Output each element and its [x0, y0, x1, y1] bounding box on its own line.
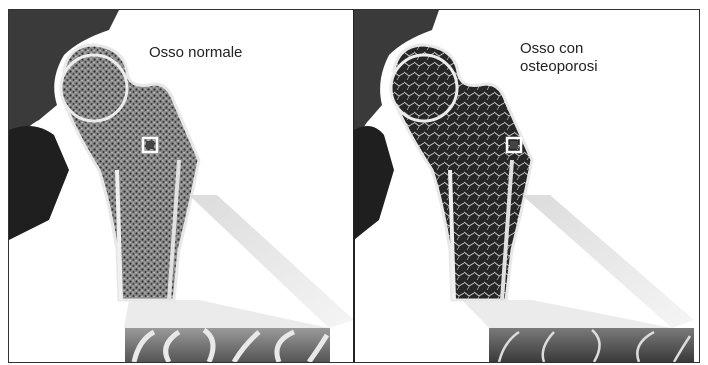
osteoporosis-bone-label: Osso con osteoporosi — [520, 40, 598, 76]
normal-closeup — [125, 328, 330, 362]
pelvis-lower-shape — [354, 126, 394, 240]
osteoporosis-label-line2: osteoporosi — [520, 58, 598, 76]
normal-bone-label: Osso normale — [149, 44, 242, 62]
femoral-head — [391, 55, 457, 121]
illustration-frame: Osso normale — [8, 9, 700, 363]
normal-bone-panel: Osso normale — [9, 10, 354, 362]
pelvis-lower-shape — [9, 126, 69, 240]
normal-bone-illustration — [9, 10, 354, 362]
osteoporosis-closeup — [489, 328, 694, 362]
osteoporosis-label-line1: Osso con — [520, 40, 598, 58]
osteoporosis-bone-panel: Osso con osteoporosi — [354, 10, 699, 362]
femoral-head — [61, 55, 127, 121]
